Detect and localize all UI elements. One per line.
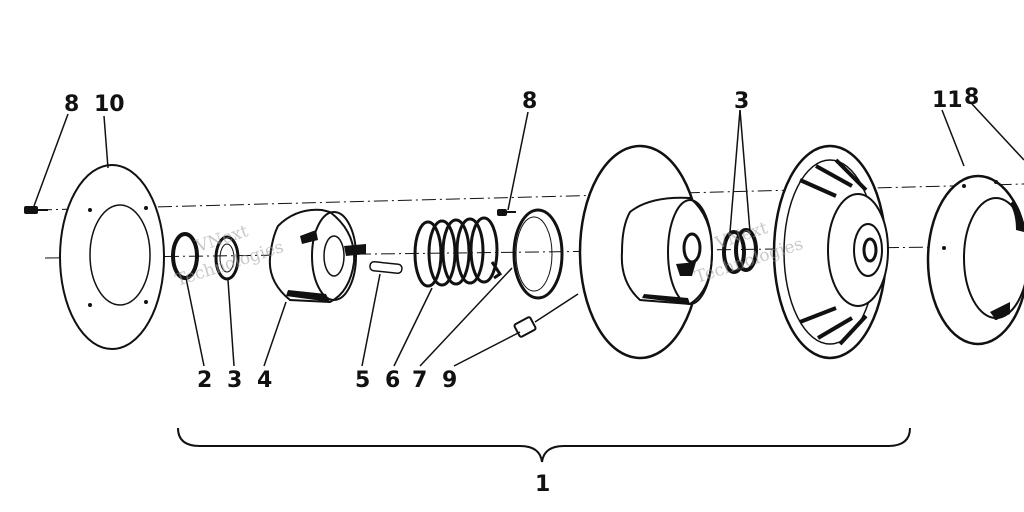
leader-lines — [33, 103, 1024, 367]
callout-3-left: 3 — [227, 368, 242, 393]
assembly-bracket — [177, 427, 911, 463]
part-6-spring — [413, 216, 503, 288]
part-3-washer-left — [214, 235, 240, 281]
part-4-cam — [268, 208, 366, 304]
callout-9: 9 — [442, 368, 457, 393]
part-7-ring — [512, 208, 564, 300]
callout-2: 2 — [197, 368, 212, 393]
callout-8-left: 8 — [64, 92, 79, 117]
callout-11: 11 — [932, 88, 963, 113]
part-3-washers-right — [722, 228, 758, 274]
part-10-plate — [59, 164, 165, 350]
part-11-plate — [926, 174, 1024, 346]
callout-8-right: 8 — [964, 85, 979, 110]
part-8-screw-left — [24, 206, 48, 214]
sheave-movable — [772, 144, 889, 360]
callout-5: 5 — [355, 368, 370, 393]
part-8-screw-middle — [497, 209, 516, 216]
callout-6: 6 — [385, 368, 400, 393]
part-5-pin — [369, 260, 403, 274]
callout-4: 4 — [257, 368, 272, 393]
callout-3-right: 3 — [734, 89, 749, 114]
part-2-ring — [171, 232, 199, 280]
callout-8-middle: 8 — [522, 89, 537, 114]
callout-7: 7 — [412, 368, 427, 393]
sheave-stationary — [578, 144, 714, 360]
callout-10: 10 — [94, 92, 125, 117]
callout-1: 1 — [535, 472, 550, 497]
